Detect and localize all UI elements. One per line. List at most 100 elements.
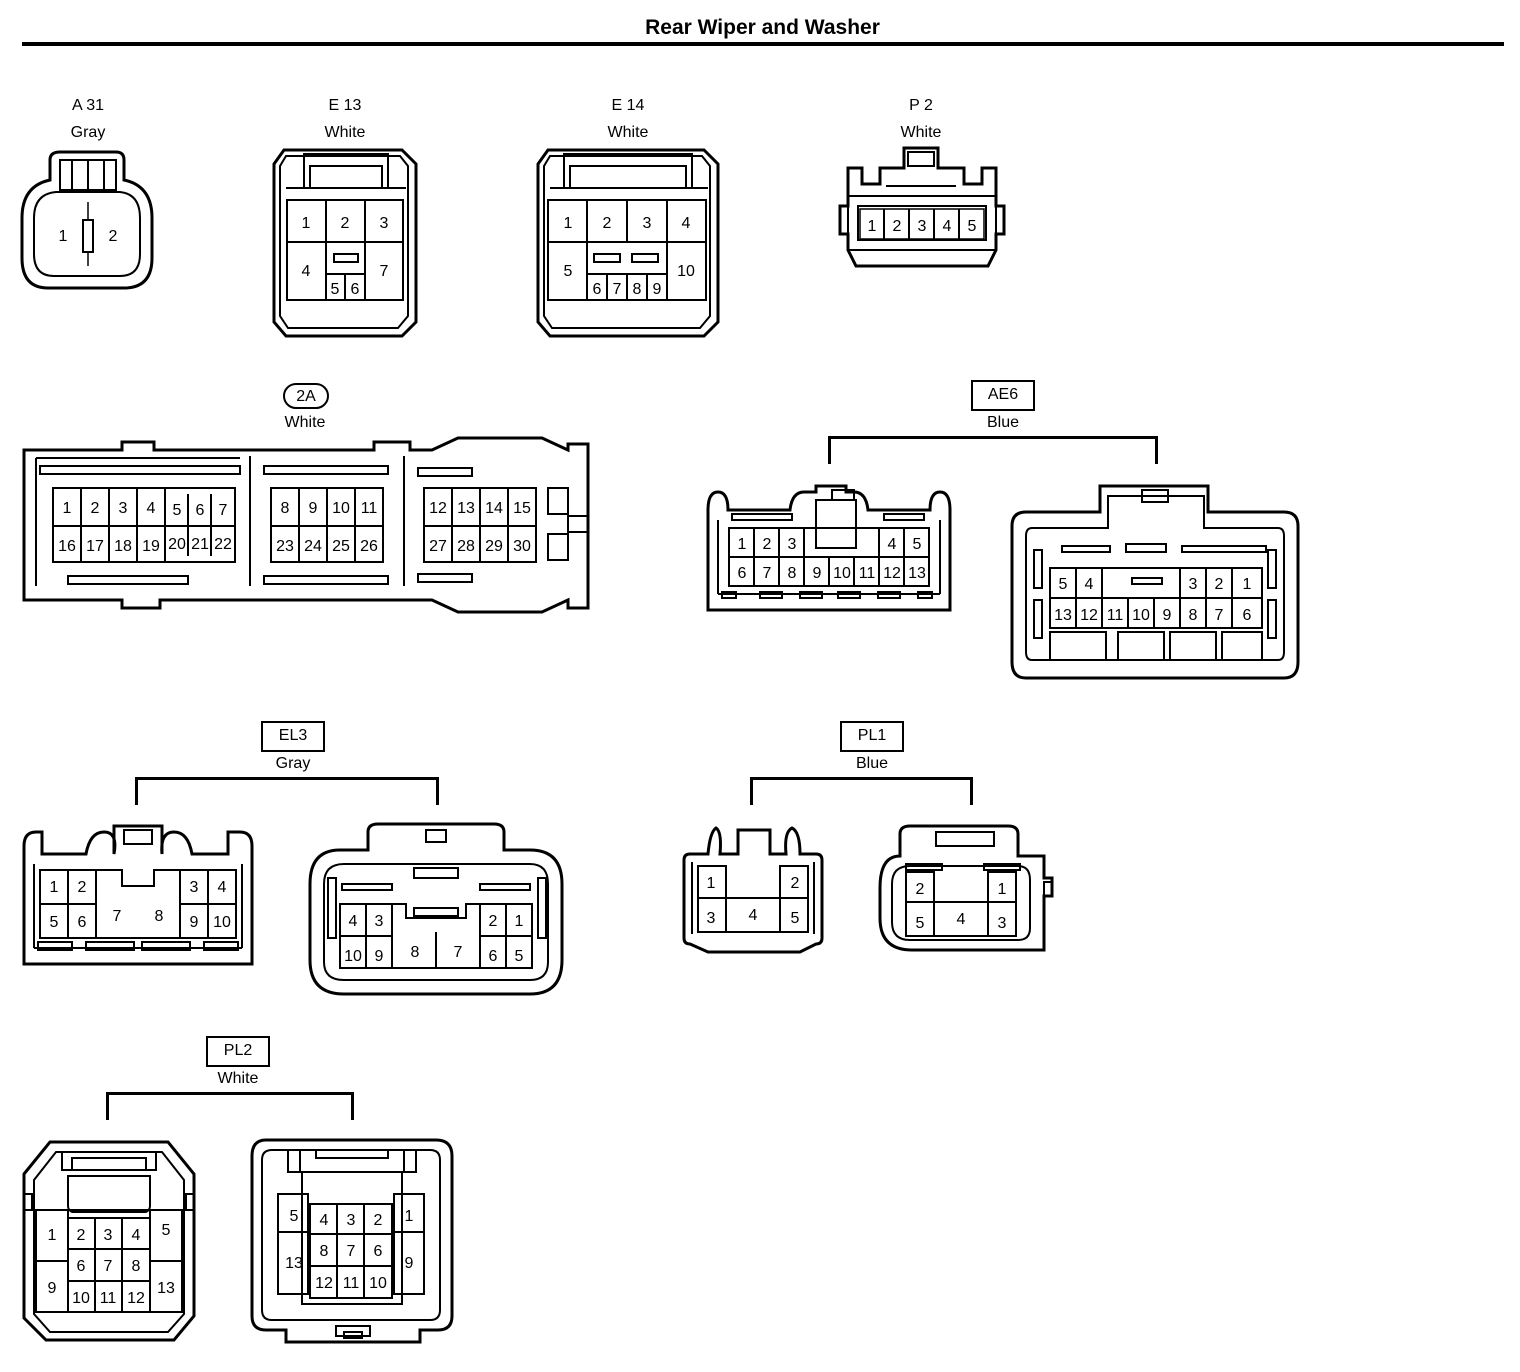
e13-color: White xyxy=(324,124,366,141)
pl2-pin: 1 xyxy=(48,1227,57,1244)
c2a-pin: 22 xyxy=(214,536,232,553)
pl2-pin: 3 xyxy=(347,1212,356,1229)
pl1-pin: 3 xyxy=(707,910,716,927)
pl2-color: White xyxy=(217,1070,259,1087)
pl2-pin: 4 xyxy=(132,1227,141,1244)
el3-bracket xyxy=(135,777,439,805)
el3-pin: 1 xyxy=(515,913,524,930)
connector-pl1-left[interactable]: 1 2 3 4 5 xyxy=(680,824,830,958)
e13-pin: 7 xyxy=(380,263,389,280)
c2a-pin: 11 xyxy=(361,500,378,517)
a31-pin: 1 xyxy=(59,228,68,245)
pl1-bracket xyxy=(750,777,973,805)
ae6-pin: 8 xyxy=(788,565,797,582)
pl2-pin: 11 xyxy=(343,1275,360,1292)
ae6-pin: 7 xyxy=(763,565,772,582)
c2a-pin: 8 xyxy=(281,500,290,517)
c2a-pin: 7 xyxy=(219,502,228,519)
pl1-pin: 5 xyxy=(791,910,800,927)
connector-2a[interactable]: 1 2 3 4 5 6 7 16 17 18 19 20 21 22 8 9 1… xyxy=(20,436,592,614)
page-title: Rear Wiper and Washer xyxy=(645,16,880,39)
pl2-pin: 3 xyxy=(104,1227,113,1244)
c2a-pin: 2 xyxy=(91,500,100,517)
pl2-pin: 13 xyxy=(157,1280,175,1297)
connector-e14[interactable]: 1 2 3 4 5 10 6 7 8 9 xyxy=(534,146,724,342)
e14-color: White xyxy=(607,124,649,141)
e13-code: E 13 xyxy=(328,97,362,114)
pl2-pin: 5 xyxy=(162,1222,171,1239)
pl1-pin: 2 xyxy=(916,881,925,898)
connector-el3-left[interactable]: 1 2 3 4 5 6 7 8 9 10 xyxy=(20,824,258,976)
e14-code: E 14 xyxy=(611,97,645,114)
pl2-pin: 4 xyxy=(320,1212,329,1229)
e14-pin: 4 xyxy=(682,215,691,232)
pl1-pin: 1 xyxy=(998,881,1007,898)
el3-pin: 10 xyxy=(344,948,362,965)
title-rule xyxy=(22,42,1504,46)
el3-pin: 9 xyxy=(190,914,199,931)
c2a-pin: 4 xyxy=(147,500,156,517)
c2a-pin: 1 xyxy=(63,500,72,517)
el3-pin: 8 xyxy=(155,908,164,925)
ae6-pin: 9 xyxy=(1163,607,1172,624)
c2a-pin: 14 xyxy=(485,500,503,517)
c2a-pin: 12 xyxy=(429,500,447,517)
e14-pin: 5 xyxy=(564,263,573,280)
p2-pin: 2 xyxy=(893,218,902,235)
el3-pin: 4 xyxy=(218,879,227,896)
ae6-bracket xyxy=(828,436,1158,464)
c2a-pin: 30 xyxy=(513,538,531,555)
el3-pin: 5 xyxy=(50,914,59,931)
e14-pin: 6 xyxy=(593,281,602,298)
connector-ae6-right[interactable]: 5 4 3 2 1 13 12 11 10 9 8 7 6 xyxy=(1008,484,1304,684)
pl2-code: PL2 xyxy=(206,1036,270,1067)
connector-pl2-left[interactable]: 1 2 3 4 5 9 6 7 8 13 10 11 12 xyxy=(20,1136,198,1348)
el3-pin: 4 xyxy=(349,913,358,930)
ae6-pin: 12 xyxy=(1080,607,1098,624)
pl1-pin: 5 xyxy=(916,915,925,932)
p2-code: P 2 xyxy=(909,97,933,114)
c2a-pin: 21 xyxy=(191,536,209,553)
pl2-pin: 8 xyxy=(320,1243,329,1260)
p2-pin: 4 xyxy=(943,218,952,235)
connector-ae6-left[interactable]: 1 2 3 4 5 6 7 8 9 10 11 12 13 xyxy=(704,484,956,622)
ae6-pin: 7 xyxy=(1215,607,1224,624)
pl1-color: Blue xyxy=(855,755,889,772)
pl2-pin: 9 xyxy=(48,1280,57,1297)
e13-pin: 1 xyxy=(302,215,311,232)
e13-pin: 3 xyxy=(380,215,389,232)
el3-pin: 3 xyxy=(375,913,384,930)
connector-pl1-right[interactable]: 2 1 5 4 3 xyxy=(876,822,1068,962)
e13-pin: 6 xyxy=(351,281,360,298)
p2-pin: 3 xyxy=(918,218,927,235)
p2-color: White xyxy=(900,124,942,141)
el3-pin: 1 xyxy=(50,879,59,896)
c2a-color: White xyxy=(284,414,326,431)
c2a-pin: 13 xyxy=(457,500,475,517)
ae6-pin: 5 xyxy=(1059,576,1068,593)
c2a-pin: 5 xyxy=(173,502,182,519)
ae6-pin: 1 xyxy=(738,536,747,553)
ae6-pin: 4 xyxy=(888,536,897,553)
ae6-pin: 8 xyxy=(1189,607,1198,624)
connector-a31[interactable]: 1 2 xyxy=(20,146,160,298)
ae6-pin: 13 xyxy=(908,565,926,582)
pl2-pin: 2 xyxy=(374,1212,383,1229)
ae6-pin: 1 xyxy=(1243,576,1252,593)
connector-e13[interactable]: 1 2 3 4 7 5 6 xyxy=(270,146,422,342)
el3-pin: 8 xyxy=(411,944,420,961)
ae6-color: Blue xyxy=(986,414,1020,431)
c2a-pin: 20 xyxy=(168,536,186,553)
pl2-pin: 7 xyxy=(347,1243,356,1260)
e14-pin: 7 xyxy=(613,281,622,298)
a31-code: A 31 xyxy=(71,97,105,114)
pl1-pin: 4 xyxy=(749,907,758,924)
connector-p2[interactable]: 1 2 3 4 5 xyxy=(838,146,1010,272)
pl2-pin: 5 xyxy=(290,1208,299,1225)
el3-pin: 7 xyxy=(454,944,463,961)
connector-el3-right[interactable]: 4 3 2 1 10 9 8 7 6 5 xyxy=(306,822,568,1000)
e13-pin: 2 xyxy=(341,215,350,232)
connector-pl2-right[interactable]: 5 4 3 2 1 13 8 7 6 9 12 11 10 xyxy=(248,1136,458,1350)
c2a-pin: 9 xyxy=(309,500,318,517)
e13-pin: 5 xyxy=(331,281,340,298)
